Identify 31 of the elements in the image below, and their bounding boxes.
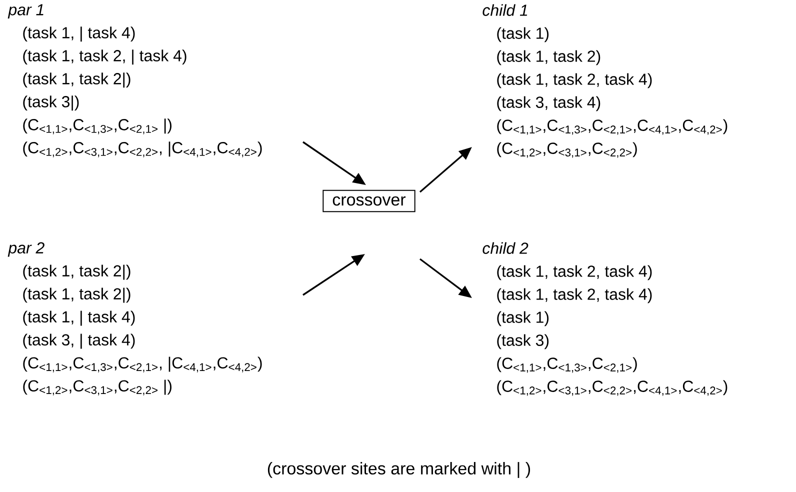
sequence-line: (task 1, task 2, | task 4) <box>23 50 186 65</box>
sequence-line: (task 1, task 2, task 4) <box>497 265 652 280</box>
sequence-line: (task 1, | task 4) <box>23 26 135 42</box>
group-heading: par 2 <box>8 242 44 257</box>
sequence-line: (C$_{<1,1>}$,C$_{<1,3>}$,C$_{<2,1>}$, |C$_{<4,1>}$,C$_{<4,2>}$) <box>23 356 262 372</box>
sequence-line: (C$_{<1,2>}$,C$_{<3,1>}$,C$_{<2,2>}$, |C$_{<4,1>}$,C$_{<4,2>}$) <box>23 142 262 158</box>
sequence-line: (C$_{<1,1>}$,C$_{<1,3>}$,C$_{<2,1>}$ |) <box>23 118 172 134</box>
group-heading: par 1 <box>8 4 44 19</box>
sequence-line: (C$_{<1,1>}$,C$_{<1,3>}$,C$_{<2,1>}$,C$_{<4,1>}$,C$_{<4,2>}$) <box>497 119 728 135</box>
sequence-line: (task 1, task 2) <box>497 50 600 66</box>
sequence-line: (task 3|) <box>23 96 79 111</box>
sequence-line: (task 3, task 4) <box>497 96 600 112</box>
sequence-line: (task 1, task 2, task 4) <box>497 288 652 304</box>
group-heading: child 1 <box>482 4 528 16</box>
sequence-line: (task 1, task 2|) <box>23 264 130 280</box>
box-label: crossover <box>332 196 406 206</box>
sequence-line: (C$_{<1,2>}$,C$_{<3,1>}$,C$_{<2,2>}$,C$_{<4,1>}$,C$_{<4,2>}$) <box>497 380 728 396</box>
sequence-line: (task 3) <box>497 334 549 350</box>
sequence-line: (C$_{<1,2>}$,C$_{<3,1>}$,C$_{<2,2>}$) <box>497 142 637 158</box>
sequence-line: (C$_{<1,2>}$,C$_{<3,1>}$,C$_{<2,2>}$ |) <box>23 380 172 396</box>
group-heading: child 2 <box>482 242 528 254</box>
sequence-line: (task 1, task 2|) <box>23 72 130 88</box>
note: (crossover sites are marked with | ) <box>268 462 530 478</box>
sequence-line: (task 1) <box>497 27 549 42</box>
sequence-line: (task 1, task 2, task 4) <box>497 73 652 88</box>
process-box <box>322 190 416 212</box>
sequence-line: (task 3, | task 4) <box>23 334 135 349</box>
sequence-line: (task 1) <box>497 311 549 326</box>
sequence-line: (C$_{<1,1>}$,C$_{<1,3>}$,C$_{<2,1>}$) <box>497 357 637 373</box>
sequence-line: (task 1, | task 4) <box>23 310 135 326</box>
sequence-line: (task 1, task 2|) <box>23 288 130 303</box>
